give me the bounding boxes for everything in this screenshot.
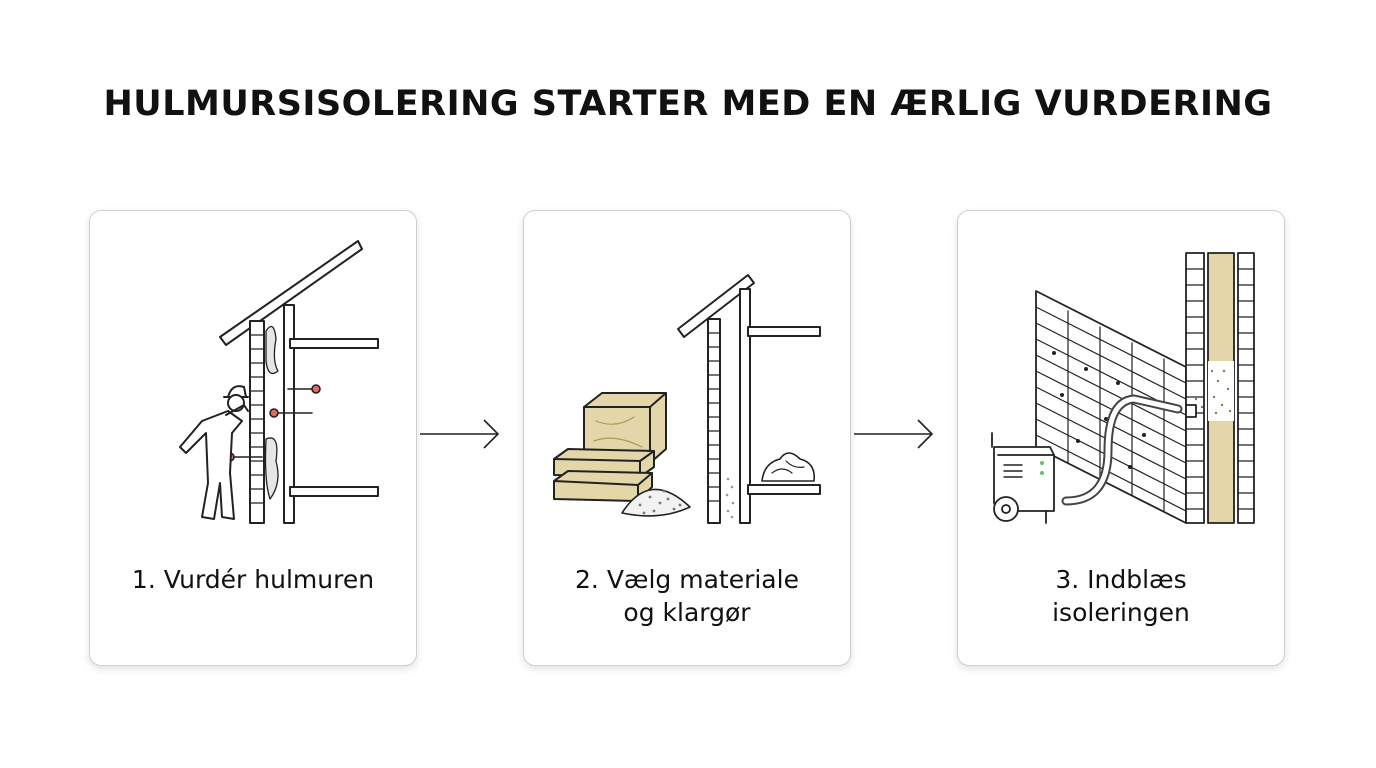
step-label-2: 2. Vælg materiale og klargør bbox=[534, 563, 840, 629]
step-label-line: 2. Vælg materiale bbox=[575, 565, 799, 594]
insulation-materials-icon bbox=[553, 274, 821, 524]
step-label-line: 3. Indblæs bbox=[1055, 565, 1187, 594]
step-card-prepare: 2. Vælg materiale og klargør bbox=[523, 210, 851, 666]
wall-inspection-icon bbox=[179, 240, 379, 524]
step-label-line: 1. Vurdér hulmuren bbox=[131, 565, 375, 594]
arrow-right-icon bbox=[854, 419, 934, 449]
step-label-line: og klargør bbox=[623, 598, 751, 627]
step-label-line: isoleringen bbox=[1052, 598, 1190, 627]
page-title: HULMURSISOLERING STARTER MED EN ÆRLIG VU… bbox=[103, 84, 1273, 124]
step-card-assess: 1. Vurdér hulmuren bbox=[89, 210, 417, 666]
step-label-1: 1. Vurdér hulmuren bbox=[100, 563, 406, 596]
blowing-machine-icon bbox=[991, 252, 1255, 524]
step-card-blow-in: 3. Indblæs isoleringen bbox=[957, 210, 1285, 666]
step-label-3: 3. Indblæs isoleringen bbox=[968, 563, 1274, 629]
arrow-right-icon bbox=[420, 419, 500, 449]
